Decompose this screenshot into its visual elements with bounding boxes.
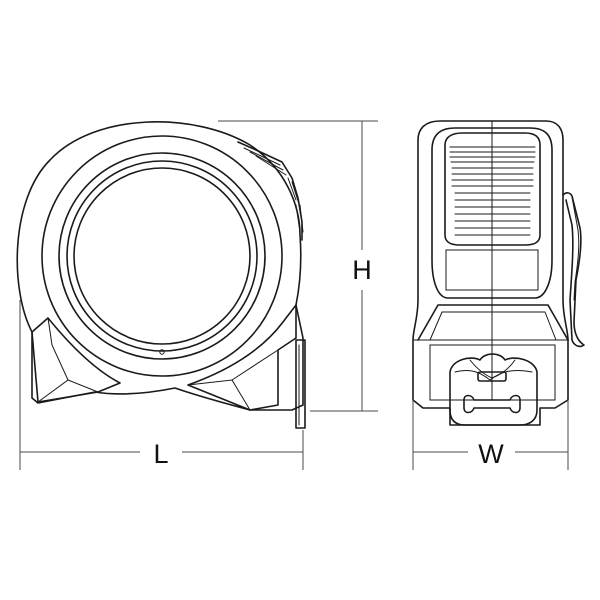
front-lower-window — [445, 249, 539, 291]
front-lower-shoulder — [417, 304, 569, 341]
side-outer-ring — [58, 152, 266, 360]
front-view — [412, 120, 585, 426]
width-label: W — [478, 439, 504, 469]
side-tape-hook — [295, 339, 306, 429]
front-inner-panel — [431, 127, 553, 299]
side-grip-ridges — [237, 141, 304, 241]
front-outer-body — [412, 120, 569, 426]
front-belt-clip — [562, 192, 585, 348]
side-rim-ring — [41, 135, 283, 377]
length-label: L — [153, 439, 168, 469]
side-inner-ring — [73, 167, 251, 345]
side-left-foot — [31, 317, 121, 403]
side-middle-ring — [66, 160, 258, 352]
front-grip-pad — [444, 132, 541, 246]
side-view — [16, 121, 306, 429]
dimension-lines — [19, 120, 569, 470]
side-right-foot — [187, 304, 297, 411]
front-tape-hook — [449, 353, 538, 426]
side-rivet — [159, 349, 165, 355]
height-label: H — [352, 255, 372, 285]
